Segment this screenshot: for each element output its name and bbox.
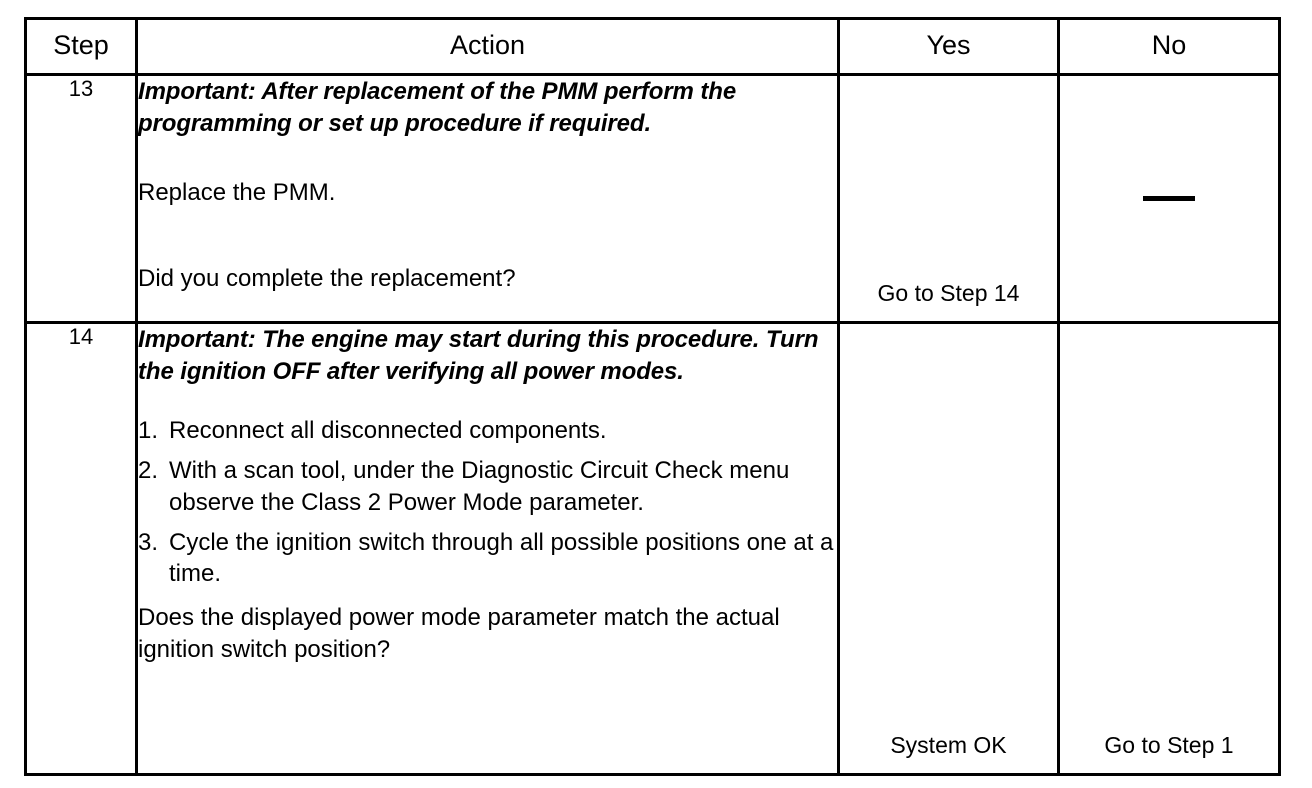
numbered-steps-14: 1. Reconnect all disconnected components… [138,415,837,591]
action-cell-14: Important: The engine may start during t… [135,321,840,776]
action-cell-13: Important: After replacement of the PMM … [135,73,840,324]
yes-cell-13-inner: Go to Step 14 [840,76,1057,321]
list-item-text: With a scan tool, under the Diagnostic C… [169,456,790,516]
table-header: Step Action Yes No [24,17,1281,76]
important-note-14: Important: The engine may start during t… [138,326,819,386]
yes-cell-13: Go to Step 14 [837,73,1060,324]
step-number-cell-14: 14 [24,321,138,776]
yes-cell-14: System OK [837,321,1060,776]
no-answer-14: Go to Step 1 [1104,732,1234,759]
yes-cell-14-inner: System OK [840,324,1057,773]
yes-answer-14: System OK [890,732,1007,759]
list-item-text: Reconnect all disconnected components. [169,416,607,444]
no-cell-14: Go to Step 1 [1057,321,1281,776]
no-cell-13 [1057,73,1281,324]
no-cell-14-inner: Go to Step 1 [1060,324,1278,773]
table-body: 13 Important: After replacement of the P… [24,73,1281,776]
important-note-13: Important: After replacement of the PMM … [138,78,737,138]
list-item: 1. Reconnect all disconnected components… [138,415,837,447]
question-14: Does the displayed power mode parameter … [138,604,780,664]
instruction-13: Replace the PMM. [138,178,336,206]
column-header-yes: Yes [837,17,1060,76]
list-item: 3. Cycle the ignition switch through all… [138,527,837,591]
step-number-cell-13: 13 [24,73,138,324]
table-row: 14 Important: The engine may start durin… [24,321,1281,776]
table-header-row: Step Action Yes No [24,17,1281,76]
column-header-action: Action [135,17,840,76]
list-item-number: 3. [138,528,159,556]
column-header-step: Step [24,17,138,76]
list-item: 2. With a scan tool, under the Diagnosti… [138,455,837,519]
no-cell-13-inner [1060,76,1278,321]
yes-answer-13: Go to Step 14 [877,280,1020,307]
column-header-no: No [1057,17,1281,76]
list-item-text: Cycle the ignition switch through all po… [169,528,834,588]
list-item-number: 2. [138,456,159,484]
list-item-number: 1. [138,416,159,444]
table-row: 13 Important: After replacement of the P… [24,73,1281,324]
em-dash-icon [1143,196,1195,201]
question-13: Did you complete the replacement? [138,264,516,292]
diagnostic-procedure-table: Step Action Yes No 13 Important: After r… [24,17,1281,776]
